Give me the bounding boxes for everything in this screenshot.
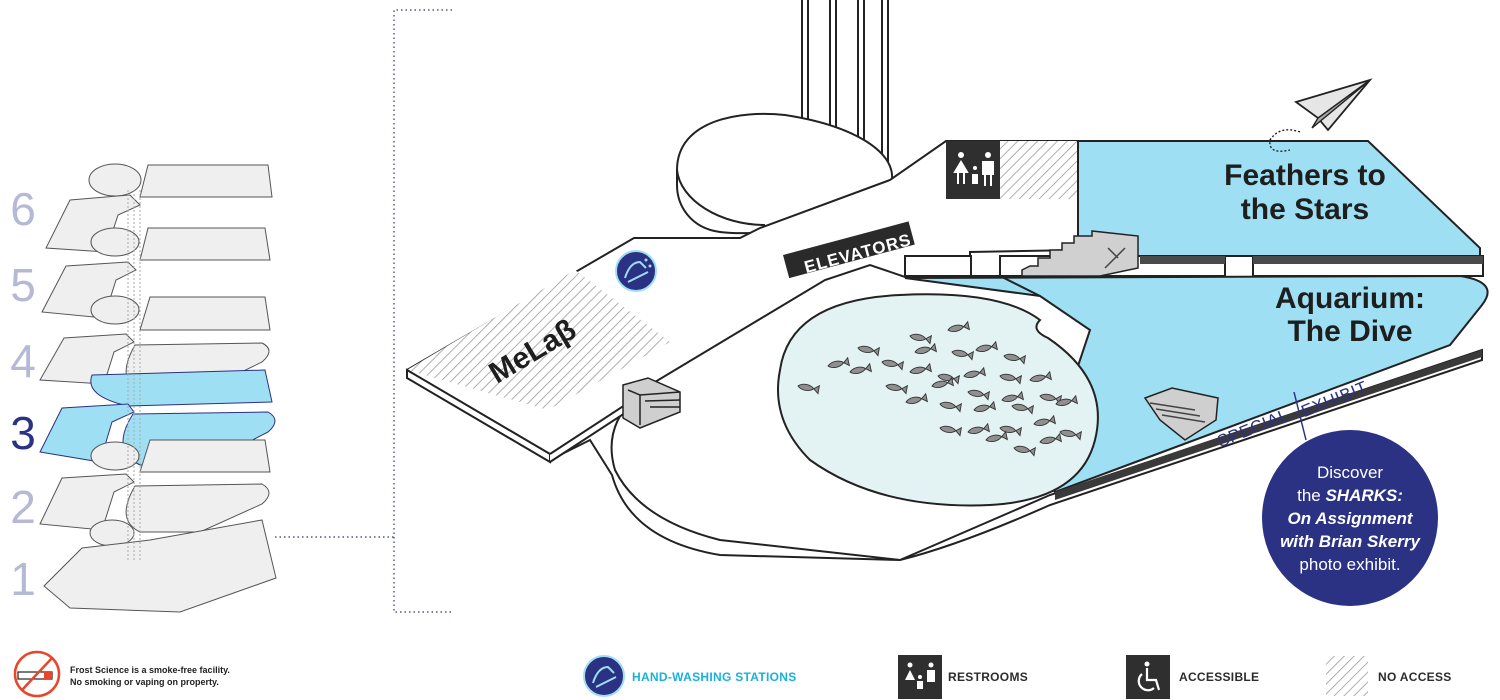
no-smoking-icon (13, 650, 61, 698)
floor-6-label[interactable]: 6 (10, 183, 36, 235)
floor-1-thumb[interactable] (43, 519, 277, 613)
special-exhibit-divider (1293, 391, 1307, 441)
legend-hand-washing: HAND-WASHING STATIONS (632, 670, 797, 684)
legend-restrooms: RESTROOMS (948, 670, 1029, 684)
floor-2-thumb[interactable] (39, 439, 271, 533)
paper-plane-icon (1269, 78, 1373, 152)
elevators-sign (783, 221, 915, 279)
aquarium-label-line1: Aquarium: (1275, 282, 1425, 315)
fish-pool (777, 293, 1099, 507)
restroom-legend-icon (898, 655, 942, 699)
stairs-icon-center (1021, 230, 1139, 277)
floor-stack[interactable] (39, 163, 277, 613)
stairs-icon-left (622, 377, 681, 429)
floor-5-label[interactable]: 5 (10, 259, 36, 311)
balcony-rails (904, 255, 1484, 277)
floor-2-label[interactable]: 2 (10, 481, 36, 533)
aquarium-label-line2: The Dive (1287, 315, 1413, 348)
no-access-restroom-area (1000, 141, 1078, 199)
floor-6-thumb[interactable] (45, 163, 273, 253)
hand-washing-icon[interactable] (615, 250, 657, 292)
floor-1-label[interactable]: 1 (10, 553, 36, 605)
promo-line-4: with Brian Skerry (1280, 531, 1420, 551)
restroom-icon[interactable] (946, 141, 1000, 199)
floor-5-thumb[interactable] (41, 227, 271, 319)
smoke-free-notice: Frost Science is a smoke-free facility. … (70, 665, 230, 687)
no-access-legend-icon (1326, 656, 1368, 696)
promo-line-1: Discover (1316, 462, 1384, 482)
accessible-legend-icon (1126, 655, 1170, 699)
feathers-label-line2: the Stars (1240, 193, 1370, 226)
promo-line-5: photo exhibit. (1299, 554, 1401, 574)
special-exhibit-promo[interactable]: Discover the SHARKS: On Assignment with … (1262, 430, 1438, 606)
legend-accessible: ACCESSIBLE (1179, 670, 1260, 684)
promo-line-2: the SHARKS: (1297, 485, 1403, 505)
floor-4-label[interactable]: 4 (10, 335, 36, 387)
hand-washing-legend-icon (583, 655, 625, 697)
feathers-label-line1: Feathers to (1224, 159, 1386, 192)
floor-connector (275, 9, 452, 613)
floor-3-label[interactable]: 3 (10, 407, 36, 459)
stairs-icon-right (1143, 387, 1219, 441)
legend-no-access: NO ACCESS (1378, 670, 1452, 684)
melab-area (407, 270, 670, 410)
promo-line-3: On Assignment (1287, 508, 1413, 528)
